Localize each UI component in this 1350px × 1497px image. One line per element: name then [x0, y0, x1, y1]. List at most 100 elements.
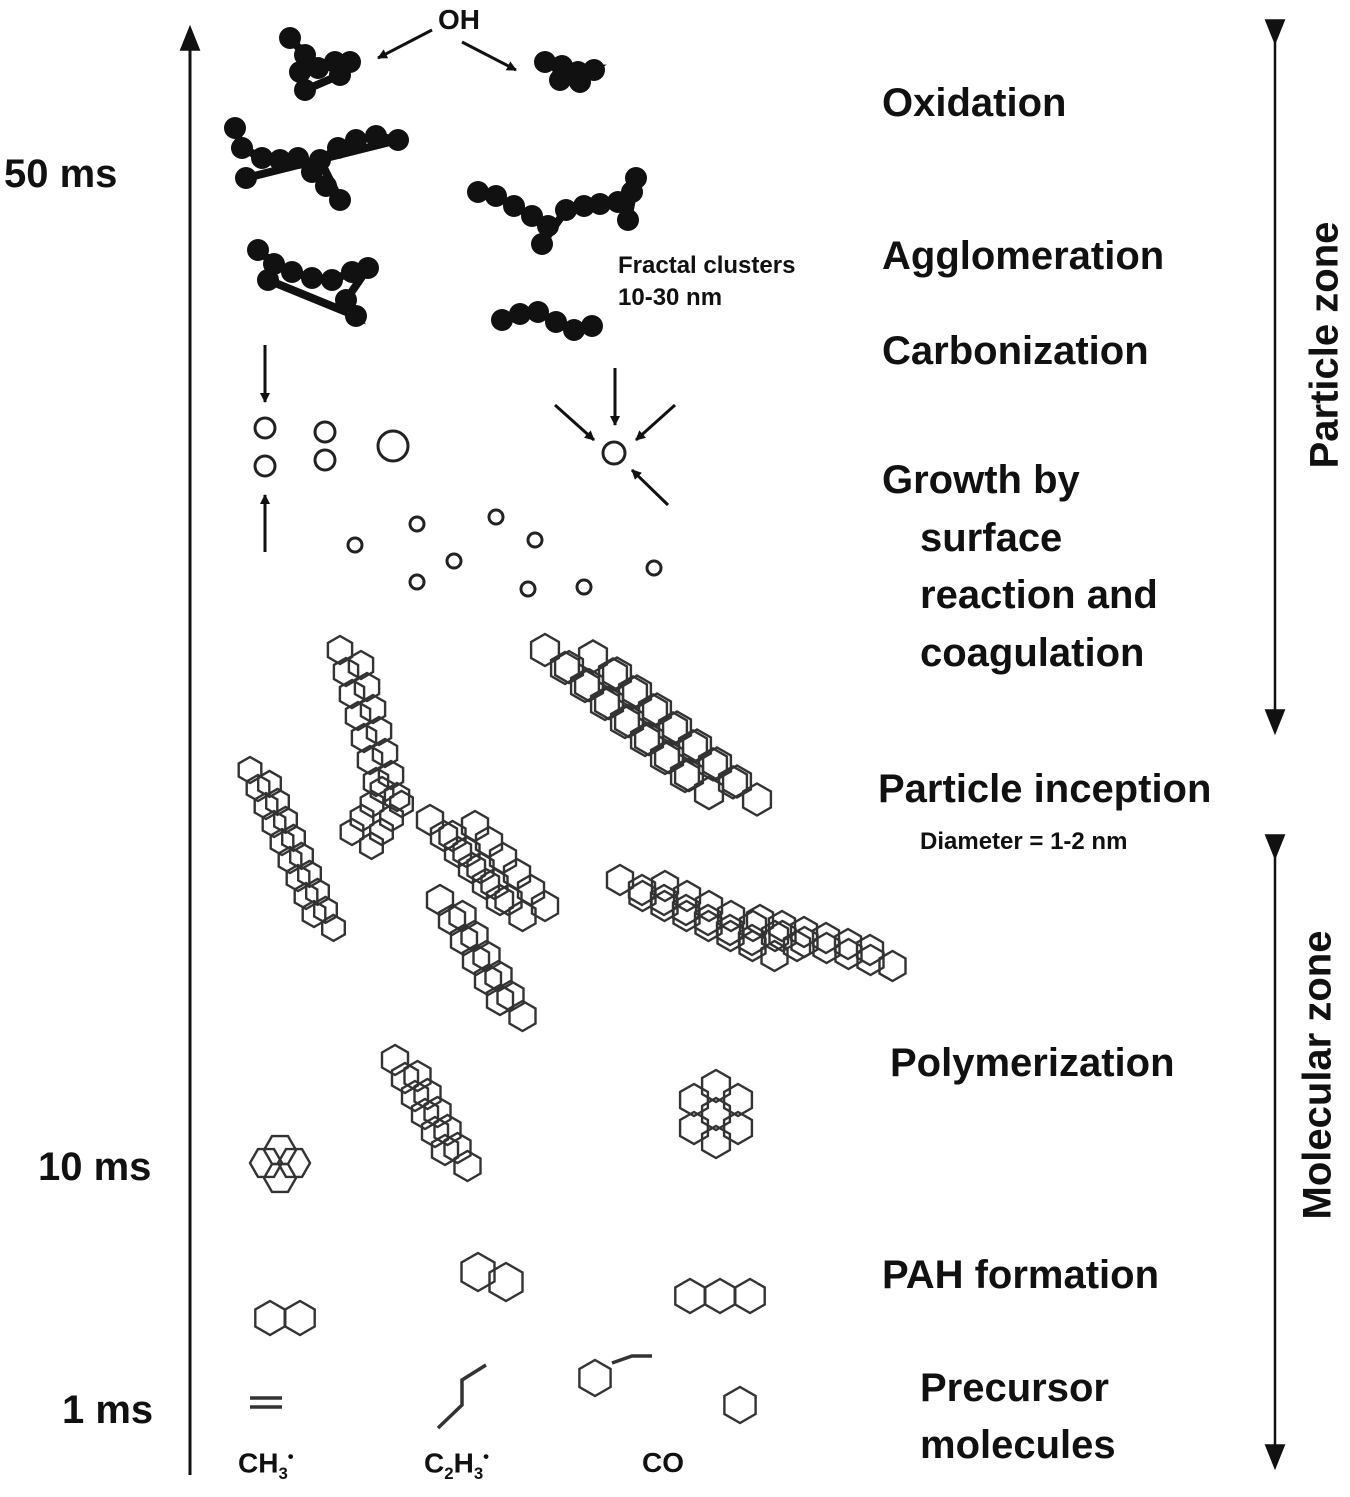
- benzene-ring-icon: [284, 1299, 316, 1337]
- benzene-ring-icon: [369, 817, 394, 847]
- benzene-ring-icon: [678, 1082, 710, 1118]
- soot-aggregate-icon: [269, 149, 291, 171]
- benzene-ring-icon: [700, 1068, 732, 1104]
- benzene-ring-icon: [693, 775, 725, 811]
- benzene-ring-icon: [305, 877, 330, 907]
- benzene-ring-icon: [589, 686, 621, 722]
- soot-aggregate-icon: [573, 195, 595, 217]
- benzene-ring-icon: [253, 791, 279, 821]
- stage-growth-line2: surface: [920, 516, 1063, 560]
- benzene-ring-icon: [297, 859, 322, 889]
- benzene-ring-icon: [359, 693, 387, 725]
- particle-circle-group: [253, 416, 663, 598]
- benzene-ring-icon: [833, 927, 863, 961]
- soot-aggregate-icon: [279, 27, 301, 49]
- benzene-ring-icon: [878, 949, 907, 983]
- benzene-ring-icon: [717, 765, 749, 800]
- soot-aggregate-icon: [537, 215, 559, 237]
- precursor-structures: [250, 1354, 652, 1430]
- particle-circle-icon: [601, 440, 627, 466]
- benzene-ring-icon: [723, 1385, 757, 1425]
- particle-circle-icon: [408, 573, 426, 591]
- benzene-ring-icon: [369, 775, 395, 805]
- benzene-ring-icon: [403, 1059, 432, 1093]
- benzene-ring-icon: [321, 913, 346, 943]
- benzene-ring-icon: [383, 781, 411, 813]
- soot-aggregate-icon: [521, 205, 543, 227]
- benzene-ring-icon: [715, 913, 745, 947]
- benzene-ring-icon: [413, 1077, 442, 1111]
- benzene-ring-icon: [430, 1133, 460, 1167]
- soot-aggregate-group: [224, 27, 647, 341]
- benzene-ring-icon: [380, 1043, 410, 1077]
- soot-aggregate-icon: [581, 315, 603, 337]
- benzene-ring-icon: [488, 1261, 524, 1303]
- benzene-ring-icon: [741, 782, 773, 817]
- soot-aggregate-icon: [329, 189, 351, 211]
- benzene-ring-icon: [722, 1110, 754, 1146]
- benzene-ring-icon: [350, 722, 378, 754]
- inception-diameter-note: Diameter = 1-2 nm: [920, 828, 1128, 855]
- benzene-ring-icon: [377, 759, 405, 791]
- benzene-ring-icon: [549, 650, 581, 686]
- benzene-ring-icon: [248, 1147, 284, 1179]
- soot-aggregate-icon: [307, 57, 329, 79]
- benzene-ring-icon: [653, 739, 685, 775]
- species-co: CO: [642, 1447, 684, 1478]
- benzene-ring-icon: [661, 710, 693, 745]
- benzene-ring-icon: [613, 703, 645, 739]
- pah-structure-group: [237, 632, 907, 1425]
- benzene-ring-icon: [681, 728, 713, 763]
- benzene-ring-icon: [410, 1097, 440, 1131]
- benzene-ring-icon: [674, 1277, 706, 1315]
- benzene-ring-icon: [273, 805, 298, 835]
- soot-aggregate-icon: [485, 185, 507, 207]
- oh-arrow-right: [461, 40, 517, 72]
- species-ch3: CH3•: [238, 1447, 294, 1483]
- benzene-ring-icon: [245, 773, 271, 803]
- oh-arrow-left: [377, 28, 433, 60]
- benzene-ring-icon: [508, 999, 537, 1033]
- soot-aggregate-icon: [563, 319, 585, 341]
- soot-aggregate-icon: [257, 269, 279, 291]
- particle-circle-icon: [519, 580, 537, 598]
- soot-aggregate-icon: [327, 137, 349, 159]
- benzene-ring-icon: [650, 869, 680, 903]
- stage-precursor-line2: molecules: [920, 1423, 1116, 1467]
- soot-aggregate-icon: [527, 301, 549, 323]
- soot-aggregate-icon: [534, 51, 556, 73]
- benzene-ring-icon: [313, 895, 338, 925]
- zone-molecular: Molecular zone: [1295, 930, 1340, 1220]
- benzene-ring-icon: [701, 746, 733, 781]
- benzene-ring-icon: [629, 722, 661, 758]
- benzene-ring-icon: [285, 863, 311, 893]
- benzene-ring-icon: [353, 671, 381, 703]
- particle-circle-icon: [487, 508, 505, 526]
- benzene-ring-icon: [694, 889, 724, 923]
- particle-circle-icon: [445, 552, 463, 570]
- species-c2h3: C2H3•: [424, 1447, 490, 1483]
- soot-aggregate-icon: [345, 305, 367, 327]
- benzene-ring-icon: [855, 933, 885, 967]
- soot-aggregate-icon: [549, 69, 571, 91]
- soot-aggregate-icon: [491, 309, 513, 331]
- soot-aggregate-icon: [224, 117, 246, 139]
- benzene-ring-icon: [362, 766, 390, 798]
- benzene-ring-icon: [569, 668, 601, 704]
- benzene-ring-icon: [673, 757, 705, 793]
- soot-aggregate-icon: [625, 167, 647, 189]
- benzene-ring-icon: [722, 1082, 754, 1118]
- soot-aggregate-icon: [251, 147, 273, 169]
- soot-aggregate-icon: [569, 71, 591, 93]
- benzene-ring-icon: [593, 685, 625, 721]
- benzene-ring-icon: [433, 1113, 462, 1147]
- benzene-ring-icon: [460, 1251, 496, 1293]
- stage-particle-inception: Particle inception: [878, 767, 1212, 811]
- particle-circle-icon: [575, 578, 593, 596]
- benzene-ring-icon: [553, 649, 585, 685]
- benzene-ring-icon: [621, 674, 653, 709]
- soot-aggregate-icon: [467, 181, 489, 203]
- soot-aggregate-icon: [531, 233, 553, 255]
- benzene-ring-icon: [508, 899, 537, 933]
- benzene-ring-icon: [678, 1110, 710, 1146]
